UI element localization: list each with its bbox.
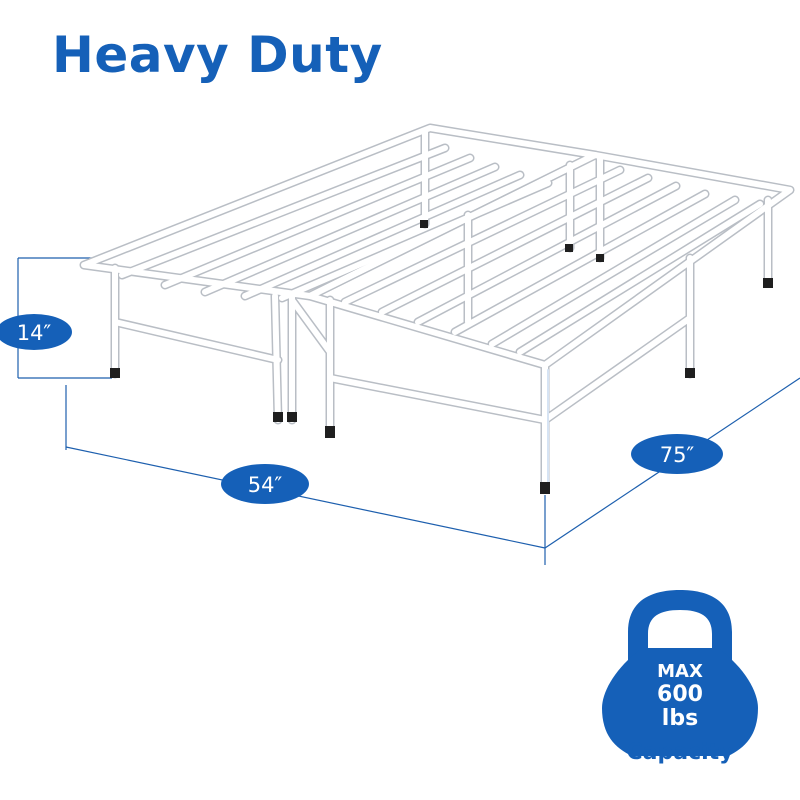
width-dimension-label: 54″ [248, 473, 283, 497]
dimension-lines [17, 257, 800, 565]
length-dimension-oval [631, 434, 723, 474]
height-dimension-label: 14″ [17, 321, 52, 345]
capacity-unit-text: lbs [662, 706, 698, 731]
page-title: Heavy Duty [52, 26, 383, 84]
width-dimension-oval [221, 464, 309, 504]
kettlebell-icon [602, 590, 758, 756]
capacity-value-text: 600 [657, 682, 703, 707]
length-dimension-label: 75″ [660, 443, 695, 467]
bed-frame [79, 123, 795, 494]
capacity-caption: Capacity [626, 740, 734, 765]
height-dimension-oval [0, 314, 72, 350]
capacity-max-text: MAX [657, 661, 703, 682]
